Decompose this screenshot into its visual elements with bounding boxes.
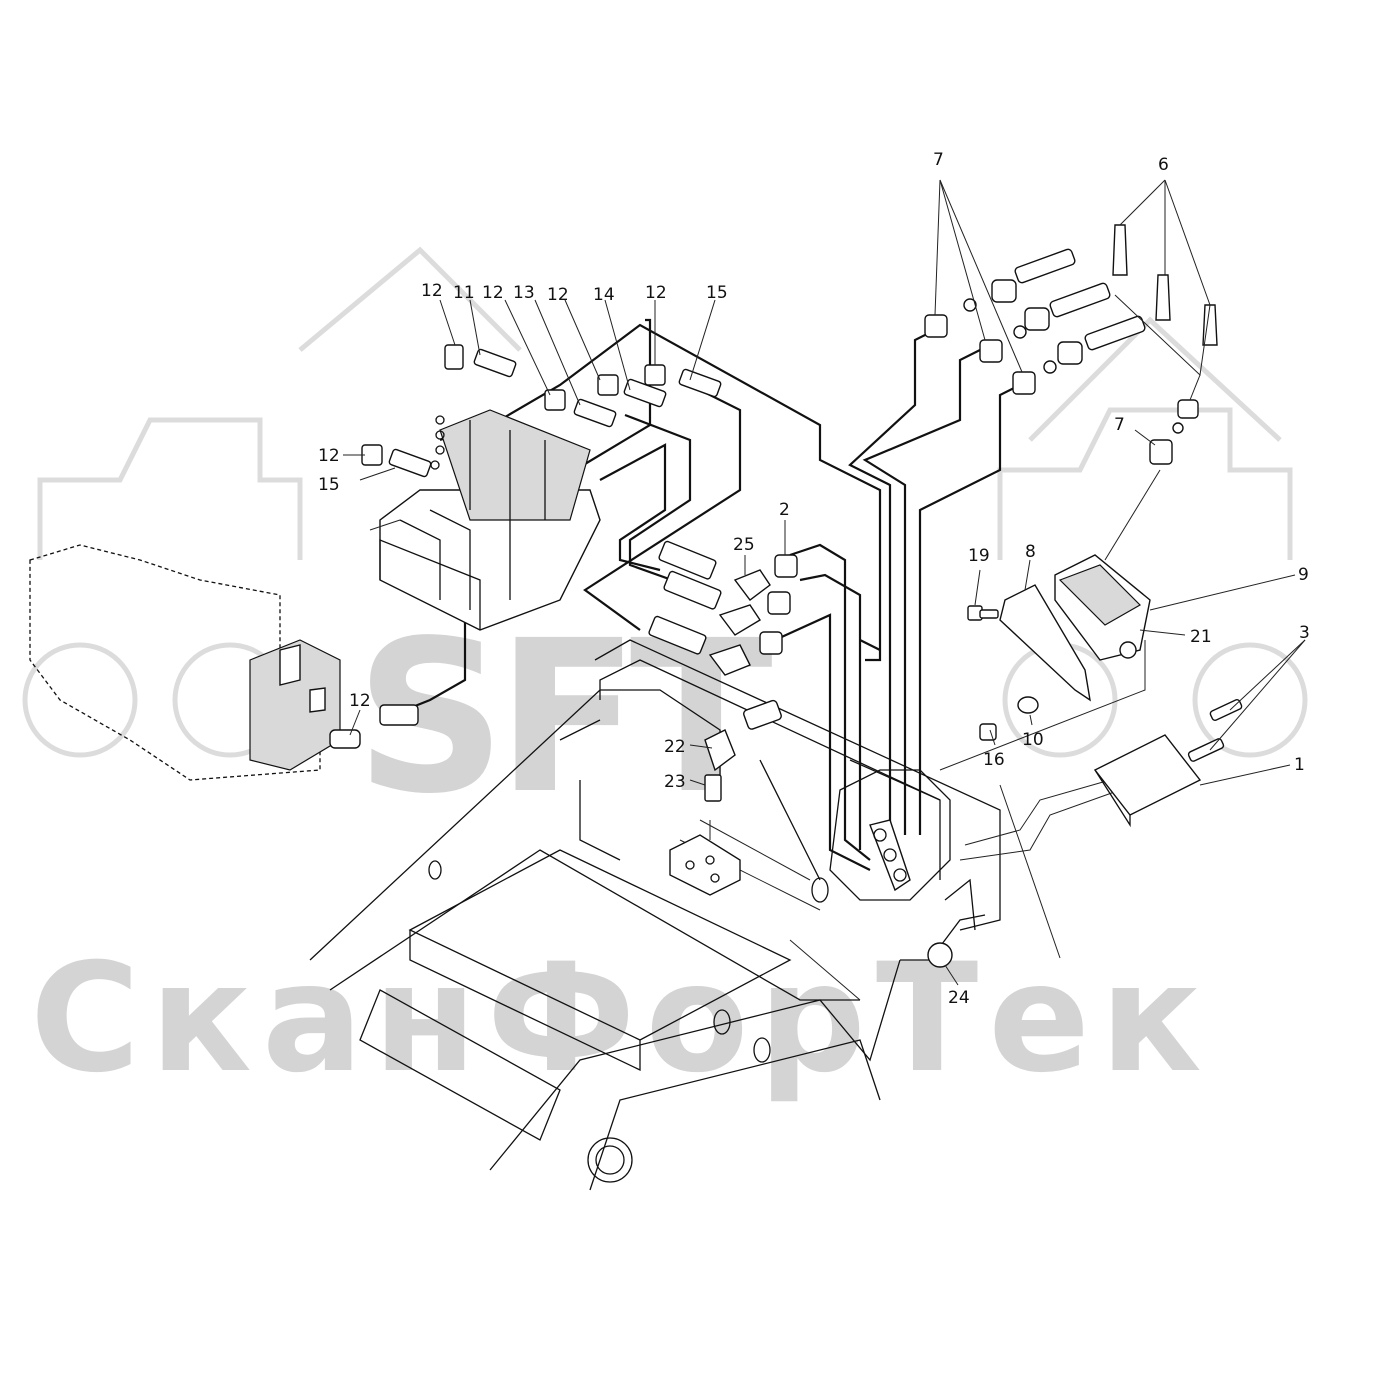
callout-label: 8 — [1025, 542, 1036, 562]
fittings-upper — [361, 344, 722, 478]
callouts: 12 11 12 13 12 14 12 15 12 15 7 6 7 2 25… — [318, 150, 1310, 1008]
leader-lines — [939, 469, 1161, 959]
callout-leaders — [343, 179, 1306, 986]
callout-label: 7 — [1114, 415, 1125, 435]
callout-label: 2 — [779, 500, 790, 520]
callout-label: 15 — [706, 283, 728, 303]
callout-label: 14 — [593, 285, 615, 305]
clamp-plate — [1093, 698, 1243, 828]
callout-label: 22 — [664, 737, 686, 757]
callout-label: 3 — [1299, 623, 1310, 643]
swivel-plate — [829, 769, 953, 968]
callout-label: 13 — [513, 283, 535, 303]
hydraulic-lines — [404, 318, 1021, 871]
watermark-tractor-left — [22, 246, 522, 758]
callout-label: 11 — [453, 283, 475, 303]
watermark: SFT СканФорТек — [22, 246, 1308, 1106]
callout-label: 12 — [318, 446, 340, 466]
callout-label: 1 — [1294, 755, 1305, 775]
watermark-company: СканФорТек — [30, 932, 1212, 1106]
callout-label: 12 — [349, 691, 371, 711]
manifold-block — [669, 820, 741, 896]
callout-label: 7 — [933, 150, 944, 170]
valve-block — [369, 409, 601, 631]
fittings-mid — [648, 540, 798, 802]
callout-label: 12 — [421, 281, 443, 301]
callout-label: 19 — [968, 546, 990, 566]
callout-label: 6 — [1158, 155, 1169, 175]
callout-label: 12 — [645, 283, 667, 303]
fittings-upper-right — [924, 224, 1218, 465]
callout-label: 23 — [664, 772, 686, 792]
callout-label: 24 — [948, 988, 970, 1008]
callout-label: 10 — [1022, 730, 1044, 750]
callout-label: 9 — [1298, 565, 1309, 585]
bracket-assembly — [967, 554, 1151, 741]
callout-label: 12 — [547, 285, 569, 305]
callout-label: 16 — [983, 750, 1005, 770]
watermark-tractor-right — [997, 316, 1308, 758]
control-valve-left — [29, 544, 419, 781]
callout-label: 12 — [482, 283, 504, 303]
callout-label: 15 — [318, 475, 340, 495]
tractor-frame — [309, 639, 1001, 1191]
callout-label: 21 — [1190, 627, 1212, 647]
callout-label: 25 — [733, 535, 755, 555]
